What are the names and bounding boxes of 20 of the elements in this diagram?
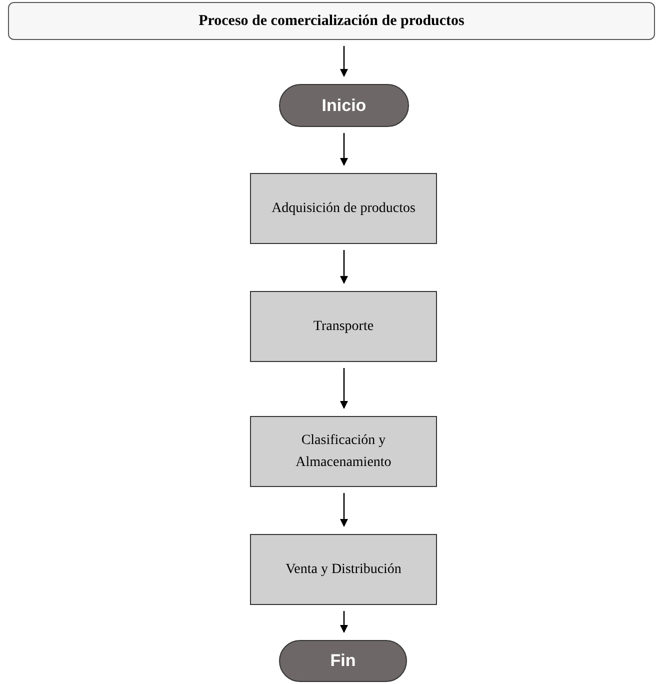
node-text: Proceso de comercialización de productos <box>198 12 464 31</box>
arrow <box>340 250 348 284</box>
process-box <box>250 173 437 244</box>
process-box <box>250 534 437 605</box>
process-box <box>250 416 437 487</box>
arrow <box>340 368 348 409</box>
node-text: Inicio <box>322 94 366 117</box>
title-box <box>8 2 655 40</box>
node-text: Fin <box>330 650 356 672</box>
terminal-pill <box>279 640 407 682</box>
node-text: Transporte <box>313 318 374 336</box>
arrow <box>340 611 348 633</box>
node-text: Clasificación y Almacenamiento <box>294 432 392 472</box>
arrow <box>340 133 348 166</box>
node-text: Adquisición de productos <box>272 200 416 218</box>
node-text: Venta y Distribución <box>286 560 402 578</box>
arrow <box>340 493 348 527</box>
terminal-pill <box>279 84 409 127</box>
process-box <box>250 291 437 362</box>
arrow <box>340 46 348 77</box>
